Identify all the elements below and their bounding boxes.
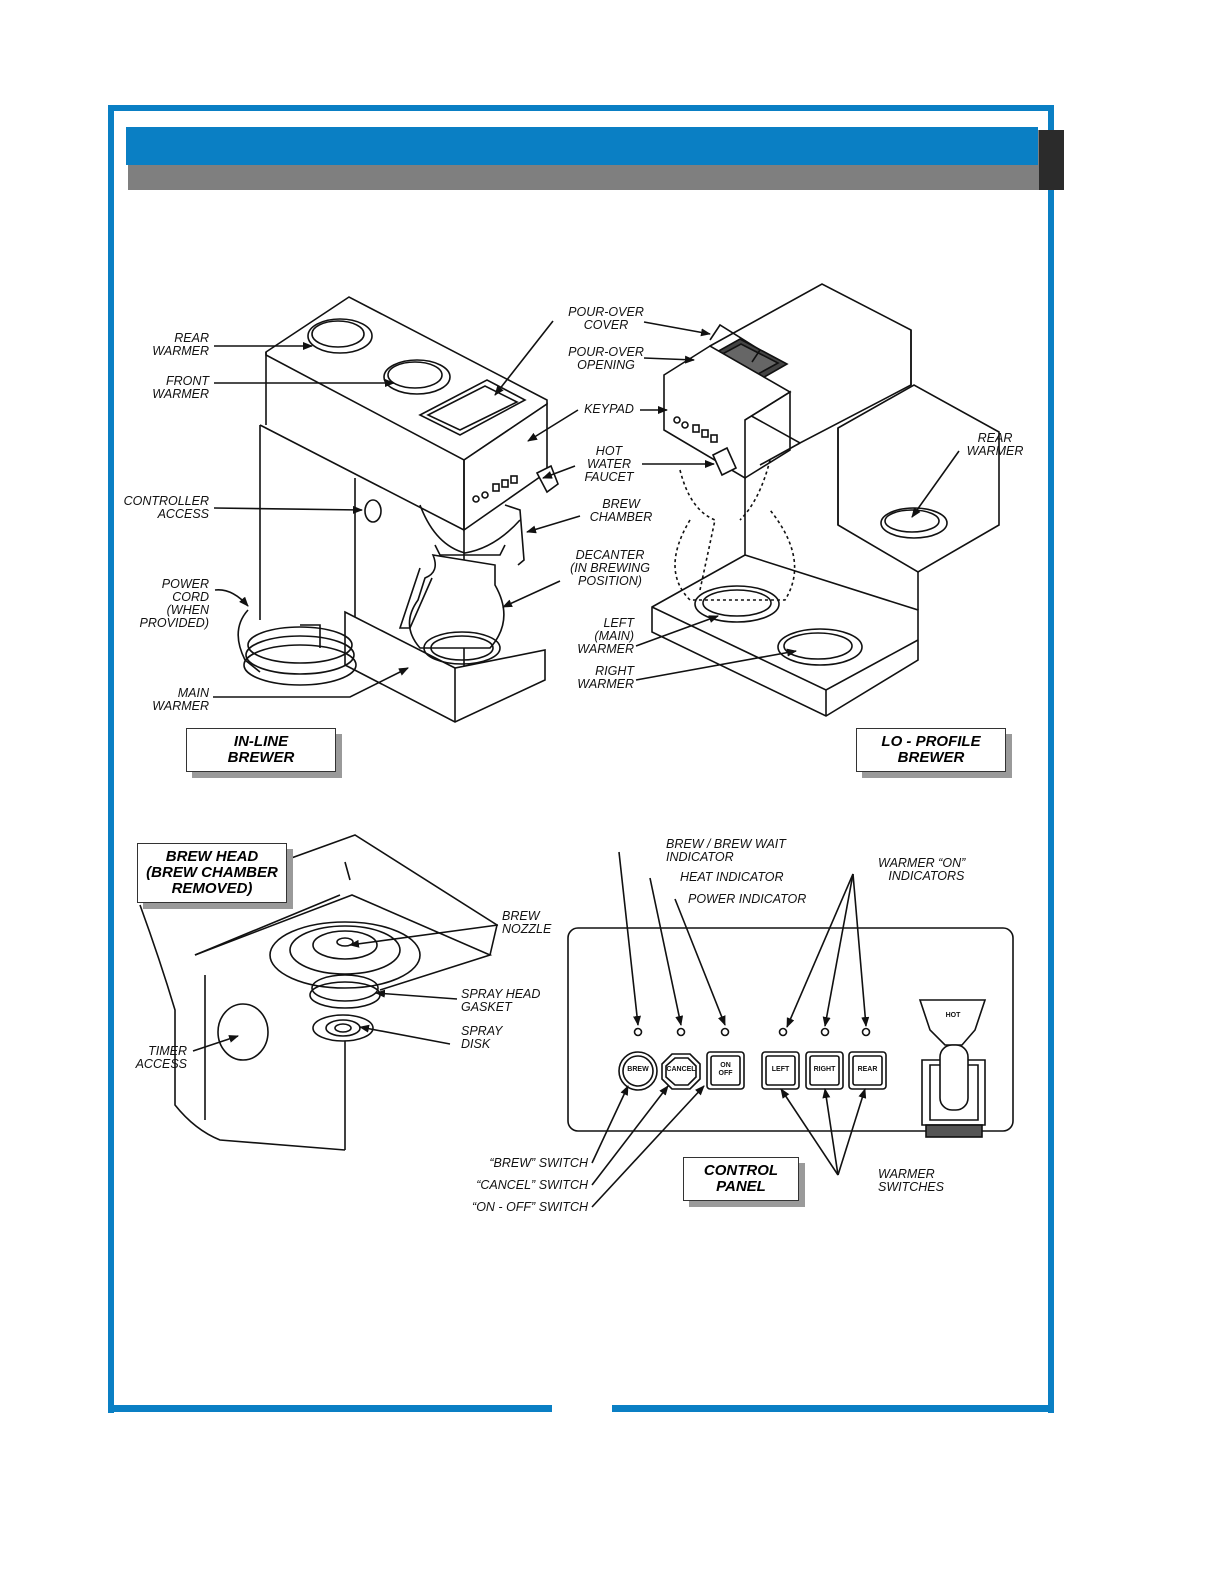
inline-brewer-drawing	[237, 296, 559, 723]
label-brew-chamber: BREW CHAMBER	[589, 497, 653, 524]
panel-right-button[interactable]: RIGHT	[813, 1066, 836, 1073]
box-inline-brewer: IN-LINE BREWER	[186, 728, 336, 772]
label-power-cord: POWER CORD (WHEN PROVIDED)	[139, 577, 209, 630]
panel-left-button[interactable]: LEFT	[771, 1066, 790, 1073]
box-loprofile-brewer: LO - PROFILE BREWER	[856, 728, 1006, 772]
label-pour-over-cover: POUR-OVER COVER	[568, 305, 644, 332]
panel-onoff-button[interactable]: ON OFF	[718, 1062, 733, 1077]
label-timer-access: TIMER ACCESS	[135, 1044, 187, 1071]
panel-cancel-button[interactable]: CANCEL	[666, 1066, 696, 1073]
label-decanter: DECANTER (IN BREWING POSITION)	[570, 548, 650, 588]
label-spray-head-gasket: SPRAY HEAD GASKET	[461, 987, 541, 1014]
label-lp-rear-warmer: REAR WARMER	[966, 431, 1024, 458]
label-keypad: KEYPAD	[584, 402, 634, 416]
box-control-panel: CONTROL PANEL	[683, 1157, 799, 1201]
label-warmer-on-indicators: WARMER “ON” INDICATORS	[878, 856, 966, 883]
frame-bottom-left	[108, 1405, 552, 1412]
frame-bottom-right	[612, 1405, 1054, 1412]
label-controller-access: CONTROLLER ACCESS	[123, 494, 209, 521]
label-lp-right-warmer: RIGHT WARMER	[577, 664, 634, 691]
panel-brew-button[interactable]: BREW	[627, 1066, 649, 1073]
control-panel-drawing	[567, 927, 1014, 1138]
label-brew-indicator: BREW / BREW WAIT INDICATOR	[666, 837, 786, 864]
label-heat-indicator: HEAT INDICATOR	[680, 870, 784, 884]
brewhead-drawing	[139, 834, 498, 1151]
label-cancel-switch: “CANCEL” SWITCH	[476, 1178, 588, 1192]
loprofile-brewer-drawing	[651, 283, 1000, 717]
label-warmer-switches: WARMER SWITCHES	[878, 1167, 944, 1194]
label-onoff-switch: “ON - OFF” SWITCH	[472, 1200, 588, 1214]
panel-hot-faucet-label: HOT	[945, 1012, 961, 1019]
header-banner	[126, 127, 1038, 165]
label-pour-over-opening: POUR-OVER OPENING	[568, 345, 644, 372]
label-lp-left-warmer: LEFT (MAIN) WARMER	[577, 616, 634, 656]
label-brew-nozzle: BREW NOZZLE	[502, 909, 552, 936]
label-spray-disk: SPRAY DISK	[461, 1024, 503, 1051]
label-front-warmer: FRONT WARMER	[152, 374, 209, 401]
label-rear-warmer: REAR WARMER	[152, 331, 209, 358]
box-brew-head: BREW HEAD (BREW CHAMBER REMOVED)	[137, 843, 287, 903]
label-hot-water-faucet: HOT WATER FAUCET	[584, 444, 634, 484]
label-power-indicator: POWER INDICATOR	[688, 892, 807, 906]
banner-edge	[1039, 130, 1064, 190]
label-brew-switch: “BREW” SWITCH	[489, 1156, 588, 1170]
page-frame	[108, 105, 1054, 1413]
leader-lines	[192, 320, 960, 1208]
panel-rear-button[interactable]: REAR	[857, 1066, 878, 1073]
label-main-warmer: MAIN WARMER	[152, 686, 209, 713]
